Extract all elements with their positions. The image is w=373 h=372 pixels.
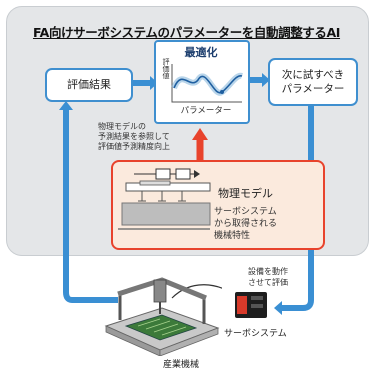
optimization-xlabel: パラメーター — [180, 106, 232, 116]
diagram-title: FA向けサーボシステムのパラメーターを自動調整するAI — [32, 25, 341, 40]
arrow-next-to-servo — [280, 103, 314, 311]
physical-model-label: 物理モデル — [218, 187, 273, 200]
next-parameter-line1: 次に試すべき — [281, 69, 345, 81]
servo-system-icon — [235, 292, 267, 318]
arrow-machine-to-eval — [63, 108, 118, 303]
physical-desc-line2: から取得される — [214, 219, 278, 229]
run-and-evaluate-label: 設備を動作 させて評価 — [248, 266, 308, 288]
physical-desc-line1: サーボシステム — [214, 207, 277, 217]
model-annotation: 物理モデルの 予測結果を参照して 評価値予測精度向上 — [98, 122, 178, 152]
physical-model-description: サーボシステム から取得される 機械特性 — [214, 206, 294, 242]
industrial-machine-illustration — [104, 277, 222, 356]
servo-system-label: サーボシステム — [224, 329, 287, 339]
optimization-curve — [171, 64, 243, 103]
mechanism-illustration — [118, 168, 211, 230]
annotation-line3: 評価値予測精度向上 — [98, 142, 170, 151]
next-parameter-line2: パラメーター — [281, 83, 345, 95]
annotation-line2: 予測結果を参照して — [98, 132, 170, 141]
physical-desc-line3: 機械特性 — [214, 231, 251, 241]
optimization-title: 最適化 — [184, 46, 218, 59]
evaluation-result-box: 評価結果 — [45, 68, 133, 102]
evaluation-result-label: 評価結果 — [67, 78, 111, 91]
run-eval-line2: させて評価 — [248, 278, 288, 287]
run-eval-line1: 設備を動作 — [248, 267, 288, 276]
annotation-line1: 物理モデルの — [98, 122, 146, 131]
next-parameter-box: 次に試すべき パラメーター — [268, 58, 358, 106]
optimization-ylabel: 評価値 — [162, 58, 170, 79]
industrial-machine-label: 産業機械 — [163, 360, 200, 370]
